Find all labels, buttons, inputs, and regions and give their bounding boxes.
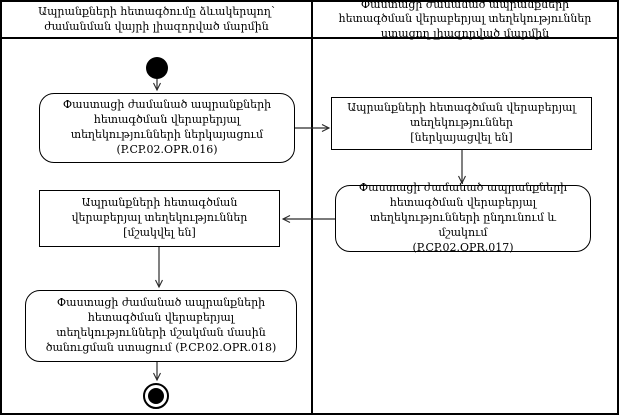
activity-submit-tracking-info: Փաստացի ժամանած ապրանքների հետագծման վեր… [39,93,295,163]
swimlane-header-left: Ապրանքների հետագծումը ձևակերպող՝ ժամանմա… [2,2,311,39]
activity-submit-tracking-info-code: (P.CP.02.OPR.016) [116,142,218,156]
swimlane-header-right-label: Փաստացի ժամանած ապրանքների հետագծման վեր… [338,0,592,40]
activity-receive-processing-notice-text: Փաստացի ժամանած ապրանքների հետագծման վեր… [45,296,277,354]
object-info-processed: Ապրանքների հետագծման վերաբերյալ տեղեկութ… [39,190,280,247]
activity-submit-tracking-info-text: Փաստացի ժամանած ապրանքների հետագծման վեր… [62,98,272,141]
object-info-submitted: Ապրանքների հետագծման վերաբերյալ տեղեկութ… [331,97,592,150]
object-info-processed-state: [մշակվել են] [123,225,196,239]
activity-receive-and-process-info-code: (P.CP.02.OPR.017) [412,240,514,254]
object-info-processed-text: Ապրանքների հետագծման վերաբերյալ տեղեկութ… [71,196,248,225]
swimlane-header-right: Փաստացի ժամանած ապրանքների հետագծման վեր… [313,0,617,40]
swimlane-divider [311,2,313,413]
final-node-icon [143,383,169,409]
activity-receive-processing-notice: Փաստացի ժամանած ապրանքների հետագծման վեր… [25,290,297,362]
final-node-inner-dot [148,388,164,404]
initial-node-icon [146,57,168,79]
object-info-submitted-text: Ապրանքների հետագծման վերաբերյալ տեղեկութ… [347,101,576,130]
activity-receive-and-process-info: Փաստացի ժամանած ապրանքների հետագծման վեր… [335,181,591,254]
object-info-submitted-state: [ներկայացվել են] [410,130,513,144]
activity-receive-and-process-info-text: Փաստացի ժամանած ապրանքների հետագծման վեր… [358,181,568,239]
swimlane-header-left-label: Ապրանքների հետագծումը ձևակերպող՝ ժամանմա… [38,5,275,33]
